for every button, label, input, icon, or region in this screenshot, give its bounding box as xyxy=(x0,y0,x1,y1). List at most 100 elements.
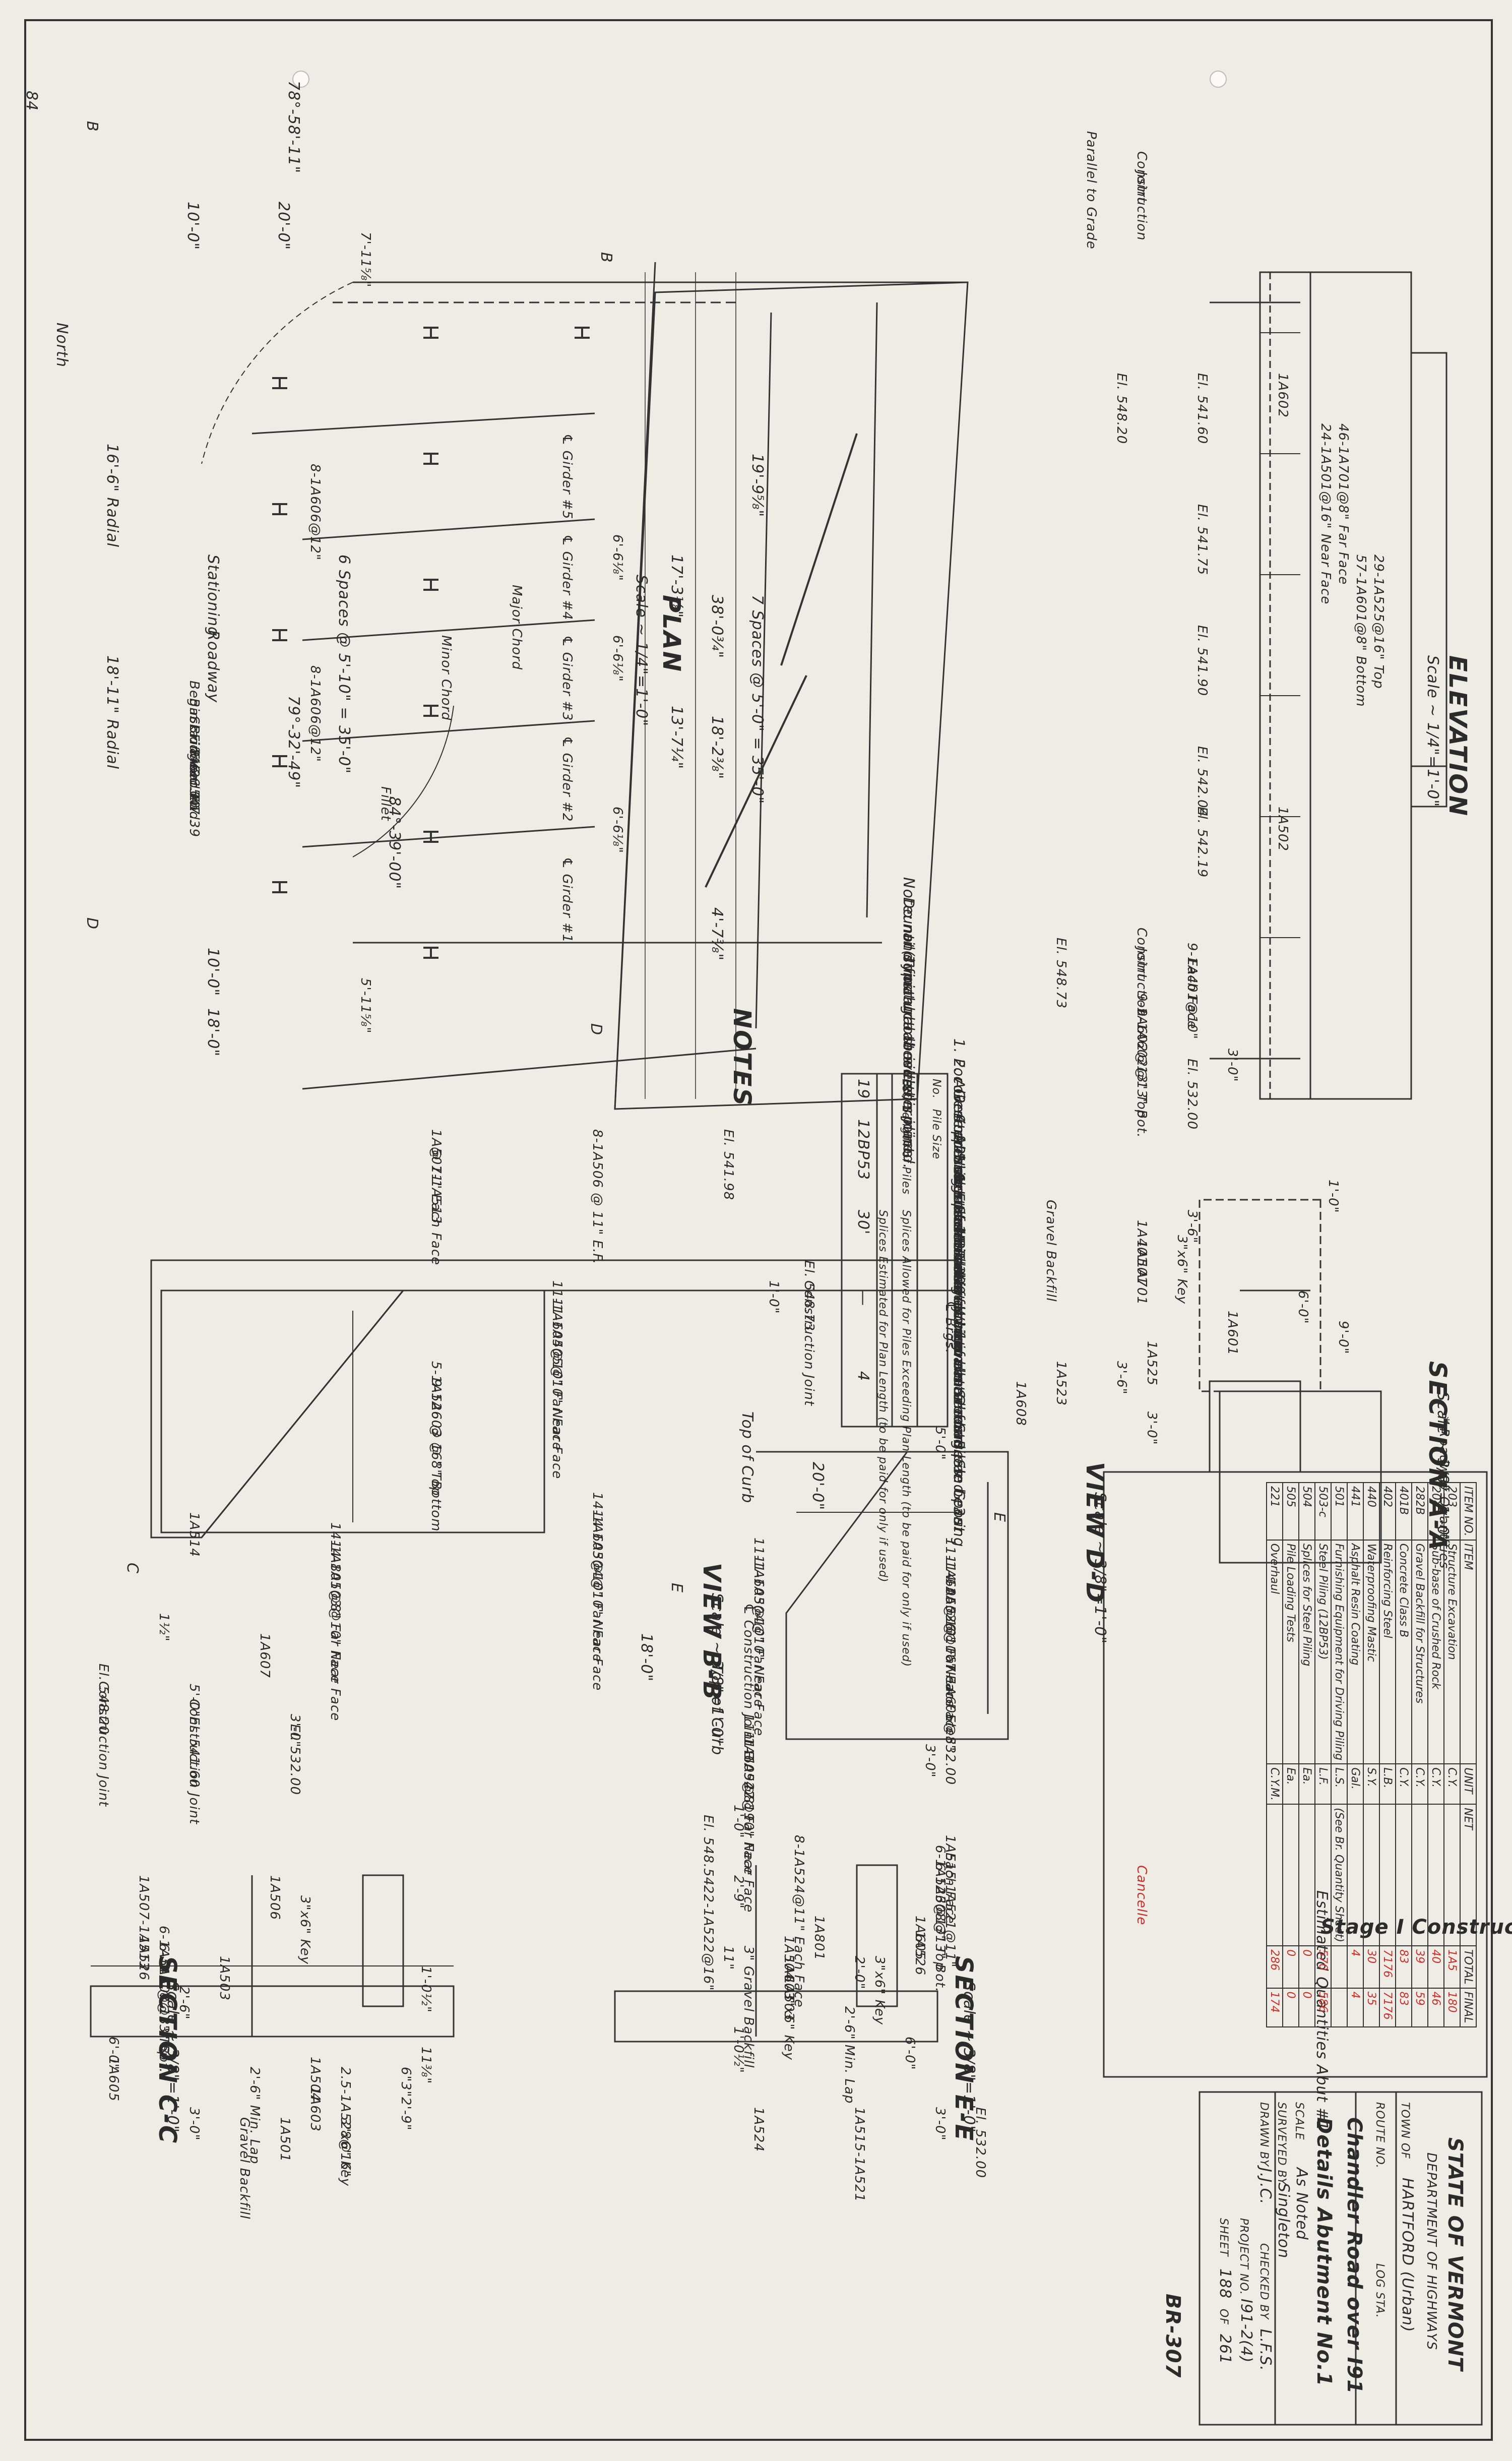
section-mark-d1: D xyxy=(587,1023,605,1036)
major-chord: Major Chord xyxy=(509,585,524,670)
fillet-label: Fillet xyxy=(378,786,393,821)
ee-bottom-1: 1A515-1A521 xyxy=(852,2107,867,2202)
checked-value: L.F.S. xyxy=(1256,2329,1274,2371)
begin-bridge-5: Fixed End. xyxy=(186,751,202,825)
view-bb-dim-top: 20'-0" xyxy=(809,1462,827,1511)
elev-rebar-top-1: 46-1A701@8" Far Face xyxy=(1336,423,1351,585)
quantities-cell: 180 xyxy=(1444,1988,1460,2027)
cc-dim-4: 3'-0" xyxy=(186,2107,202,2141)
town-label: TOWN OF xyxy=(1399,2102,1411,2159)
dim-6b: 6'-6⅛" xyxy=(610,635,625,682)
ee-key-1: 3"x6" Key xyxy=(872,1956,887,2025)
quantities-cell: 39 xyxy=(1412,1946,1428,1988)
elev-rebar-mid-2: 9-1A602@13" Bot. xyxy=(1134,1008,1149,1138)
quantities-cell: UNIT xyxy=(1460,1764,1476,1805)
rebar-plan-1: 8-1A606@12" xyxy=(307,464,323,561)
quantities-cell: 0 xyxy=(1299,1946,1315,1988)
quantities-cell: S.Y. xyxy=(1363,1764,1379,1805)
cj-bottom-2: Joint xyxy=(1134,948,1149,979)
aa-dim-4: 3'-0" xyxy=(1144,1411,1159,1445)
dim-17: 17'-3⅛" xyxy=(668,555,685,619)
girder-1: ℄ Girder #1 xyxy=(559,857,575,943)
elev-rebar-face-2: Each Face xyxy=(1184,958,1200,1029)
quantities-cell: 7176 xyxy=(1379,1988,1396,2027)
plan-linework xyxy=(201,262,969,1110)
quantities-cell: L.S. xyxy=(1331,1764,1347,1805)
quantities-cell xyxy=(1379,1804,1396,1946)
quantities-cell: ITEM NO. xyxy=(1460,1483,1476,1540)
el-532-00: El. 532.00 xyxy=(1184,1059,1200,1130)
quantities-cell: Structure Excavation xyxy=(1444,1540,1460,1764)
quantities-cell: 441 xyxy=(1347,1483,1363,1540)
dim-13: 13'-7¼" xyxy=(668,706,685,770)
dim-6c: 6'-6⅛" xyxy=(610,807,625,853)
aa-1a601: 1A601 xyxy=(1225,1311,1240,1356)
quantities-cell xyxy=(1331,1946,1347,1988)
quantities-cell: Overhaul xyxy=(1267,1540,1283,1764)
elev-rebar-bot-2: 57-1A601@8" Bottom xyxy=(1353,555,1368,707)
view-bb-curb: Top of Curb xyxy=(738,1411,756,1504)
quantities-cell: 46 xyxy=(1428,1988,1444,2027)
ee-el: El. 532.00 xyxy=(973,2107,988,2179)
view-dd-scale: Scale ~ 3/8"=1'-0" xyxy=(1091,1492,1109,1644)
quantities-cell: L.B. xyxy=(1379,1764,1396,1805)
cc-lap: 2'-6" Min. Lap xyxy=(247,2067,262,2165)
section-mark-d2: D xyxy=(83,917,101,930)
quantities-cell: Waterproofing Mastic xyxy=(1363,1540,1379,1764)
quantities-cell: Furnishing Equipment for Driving Piling xyxy=(1331,1540,1347,1764)
el-548-73: El. 548.73 xyxy=(1053,938,1068,1009)
quantities-cell: Gal. xyxy=(1347,1764,1363,1805)
quantities-cell: 221 xyxy=(1267,1483,1283,1540)
quantities-cell: C.Y. xyxy=(1444,1764,1460,1805)
cc-dim-2: 2'-6" xyxy=(176,1986,192,2020)
aa-1a608: 1A608 xyxy=(1013,1381,1028,1426)
quantities-cell: 440 xyxy=(1363,1483,1379,1540)
section-cc-linework xyxy=(90,1874,455,2038)
aa-1a701: 1A701 xyxy=(1134,1260,1149,1305)
quantities-cell xyxy=(1267,1804,1283,1946)
quantities-cell: TOTAL xyxy=(1460,1946,1476,1988)
quantities-cell: 40 xyxy=(1428,1946,1444,1988)
view-bb-rebar-t2: @ 11" Each Face xyxy=(428,1147,444,1266)
quantities-cell: 83 xyxy=(1396,1988,1412,2027)
view-bb-mark-2: 1A607 xyxy=(257,1633,272,1678)
dim-6a: 6'-6⅛" xyxy=(610,534,625,581)
quantities-cell xyxy=(1347,1804,1363,1946)
dd-mark-e1: E xyxy=(668,1583,685,1593)
cc-mark-6: 1A501 xyxy=(277,2117,292,2162)
surveyed-label: SURVEYED BY xyxy=(1275,2102,1288,2185)
ee-dim-2: 2'-0" xyxy=(852,1956,867,1990)
quantities-cell: 286 xyxy=(1267,1946,1283,1988)
pile-h-size: Pile Size xyxy=(930,1109,942,1160)
quantities-cell: Ea. xyxy=(1299,1764,1315,1805)
cj-top-2: Joint xyxy=(1134,171,1149,203)
quantities-cell: C.Y. xyxy=(1428,1764,1444,1805)
cc-dim-7: 2'-9" xyxy=(398,2097,413,2131)
pile-length: 30' xyxy=(854,1210,872,1235)
view-bb-el-541: El. 541.60 xyxy=(186,1716,202,1788)
quantities-cell: Pile Loading Tests xyxy=(1283,1540,1299,1764)
quantities-cell xyxy=(1444,1804,1460,1946)
quantities-cell: 83 xyxy=(1396,1946,1412,1988)
ee-key-2: 3"x6" Key xyxy=(781,1991,796,2061)
ee-lap: 2'-6" Min. Lap xyxy=(842,2006,857,2104)
quantities-cell xyxy=(1363,1804,1379,1946)
roadway-label: Roadway xyxy=(204,630,222,703)
mark-1a502: 1A502 xyxy=(1275,807,1290,851)
cc-key-2: 3"x6" Key xyxy=(338,2117,353,2187)
view-bb-rebar-t3: 8-1A506 @ 11" E.F. xyxy=(590,1129,605,1265)
radial-16: 16'-6" Radial xyxy=(103,444,121,547)
view-bb-mark-1: 1A514 xyxy=(186,1512,202,1557)
dim-18r: 18'-0" xyxy=(204,1008,222,1057)
angle-top: 78°-58'-11" xyxy=(285,81,302,174)
pile-h-splices-est: Splices Estimated for Plan Length (to be… xyxy=(876,1210,889,1583)
dim-38: 38'-0¾" xyxy=(708,595,726,659)
quantities-cell: Gravel Backfill for Structures xyxy=(1412,1540,1428,1764)
drawn-label: DRAWN BY xyxy=(1257,2102,1270,2167)
aa-dim-3: 9'-0" xyxy=(1336,1321,1351,1355)
